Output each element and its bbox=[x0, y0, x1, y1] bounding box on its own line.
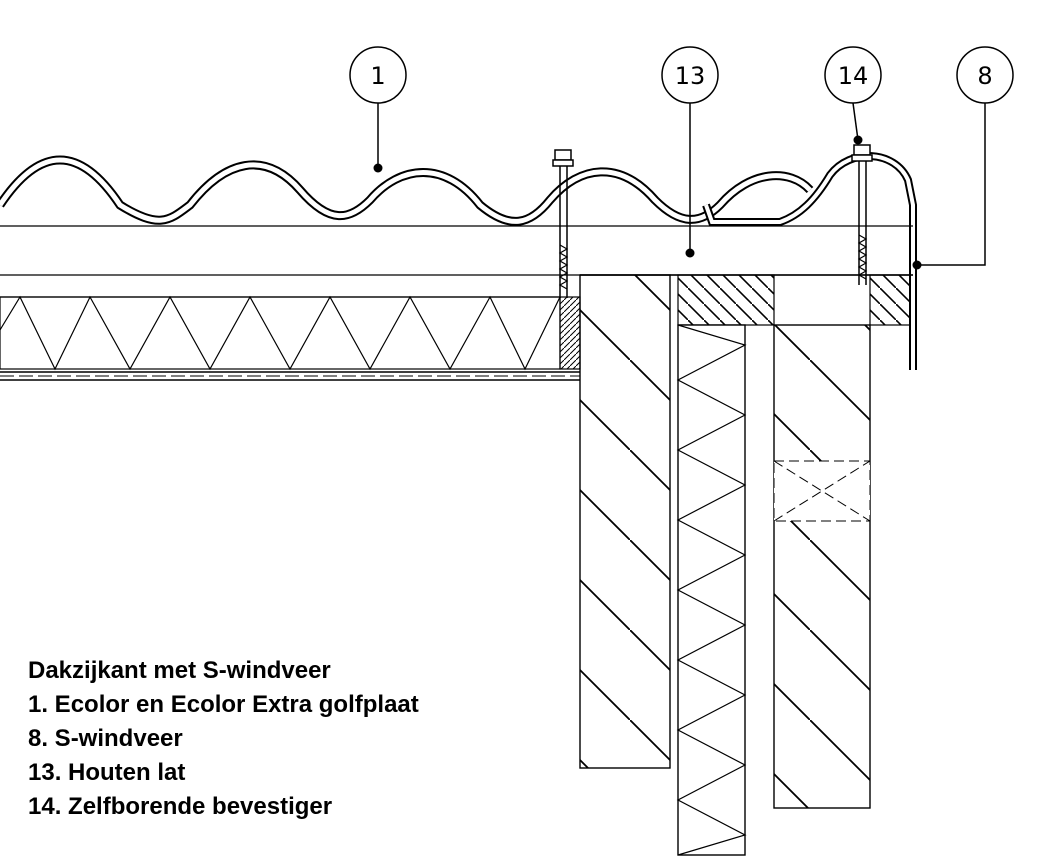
corrugated-sheet bbox=[0, 155, 814, 226]
callout-13-label: 13 bbox=[675, 62, 706, 90]
wall-insulation-column bbox=[676, 324, 747, 856]
wall-column-right bbox=[773, 324, 871, 809]
self-drilling-screw-right bbox=[851, 144, 873, 285]
callout-14-label: 14 bbox=[838, 62, 869, 90]
legend-item: 13. Houten lat bbox=[28, 759, 186, 786]
wall-column-left bbox=[579, 274, 671, 769]
edge-batten-right bbox=[869, 274, 911, 326]
s-windveer bbox=[702, 152, 917, 370]
roof-batten-band bbox=[0, 225, 913, 298]
batten-block-13 bbox=[677, 274, 775, 326]
insulation-layer bbox=[0, 295, 561, 371]
legend-item: 8. S-windveer bbox=[28, 725, 183, 752]
callout-13: 13 bbox=[661, 46, 719, 258]
self-drilling-screw-left bbox=[552, 149, 574, 298]
wall-plate-left bbox=[559, 296, 581, 370]
callout-14: 14 bbox=[824, 46, 882, 145]
callout-1-label: 1 bbox=[370, 62, 385, 90]
callout-1: 1 bbox=[349, 46, 407, 173]
legend-item: 14. Zelfborende bevestiger bbox=[28, 793, 333, 820]
legend: Dakzijkant met S-windveer 1. Ecolor en E… bbox=[28, 654, 419, 824]
callout-8-label: 8 bbox=[977, 62, 992, 90]
ceiling-membrane bbox=[0, 371, 580, 381]
legend-title: Dakzijkant met S-windveer bbox=[28, 657, 331, 684]
callout-8: 8 bbox=[912, 46, 1014, 270]
legend-item: 1. Ecolor en Ecolor Extra golfplaat bbox=[28, 691, 419, 718]
